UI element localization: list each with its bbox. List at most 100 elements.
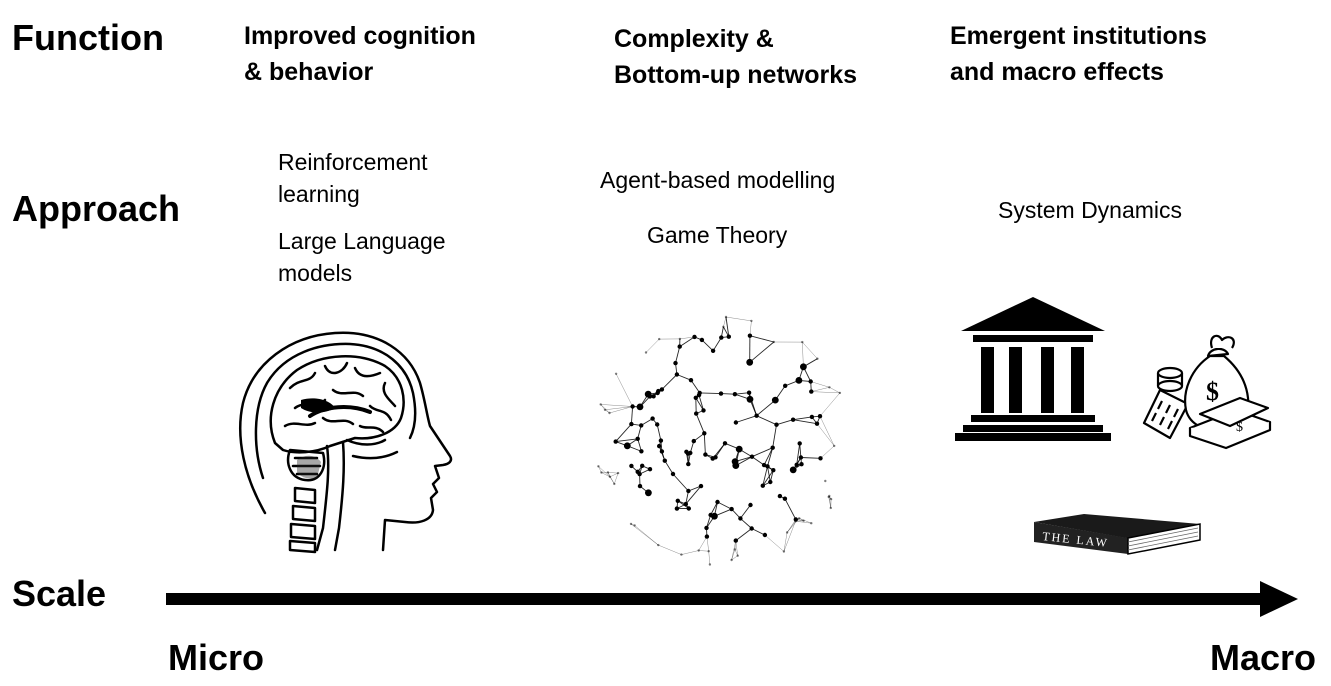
network-node [673, 360, 678, 366]
network-node [715, 499, 720, 505]
network-node [678, 337, 682, 341]
network-node [651, 394, 656, 399]
network-link [767, 466, 771, 483]
network-node [699, 337, 705, 343]
network-node [833, 444, 836, 448]
network-link [731, 549, 736, 561]
network-node [603, 408, 607, 411]
network-link [679, 336, 695, 347]
network-node [683, 501, 688, 507]
institution-building-icon [955, 297, 1111, 441]
network-node [640, 463, 645, 468]
network-node [802, 519, 805, 522]
network-node [738, 516, 743, 521]
network-link [720, 393, 735, 395]
network-node [608, 475, 612, 478]
function-macro: Emergent institutions and macro effects [950, 22, 1207, 86]
network-node [647, 467, 653, 472]
network-node [639, 423, 644, 428]
network-link [708, 551, 711, 565]
network-node [697, 390, 702, 396]
network-node [798, 517, 801, 520]
network-node [623, 442, 631, 450]
network-node [828, 386, 831, 389]
network-node [686, 488, 691, 494]
network-node [675, 498, 680, 503]
network-link [786, 519, 797, 533]
network-node [702, 431, 707, 436]
network-link [751, 456, 765, 466]
network-node [599, 403, 602, 406]
network-link [600, 404, 633, 407]
network-link [751, 528, 766, 536]
network-node [829, 506, 832, 510]
scale-micro-label: Micro [168, 637, 265, 678]
network-link [816, 423, 835, 447]
network-node [629, 463, 634, 469]
network-node [754, 413, 759, 418]
network-link [690, 379, 701, 394]
network-node [746, 358, 754, 366]
network-node [674, 372, 680, 377]
approach-game-theory: Game Theory [647, 222, 788, 248]
network-node [655, 390, 660, 396]
network-link [695, 397, 704, 411]
network-link [784, 498, 797, 520]
network-node [708, 512, 713, 518]
network-node [644, 390, 652, 398]
svg-text:THE LAW: THE LAW [1042, 529, 1110, 550]
network-node [731, 458, 739, 465]
network-node [694, 411, 699, 416]
network-node [748, 502, 753, 508]
network-link [630, 523, 659, 546]
network-link [749, 335, 774, 343]
network-node [718, 391, 724, 396]
network-link [656, 424, 662, 441]
network-link [751, 447, 773, 458]
network-node [782, 496, 788, 501]
network-link [688, 485, 702, 492]
money-bag-icon: $ $ [1142, 334, 1272, 450]
network-node [701, 408, 706, 413]
network-node [768, 479, 773, 485]
network-link [630, 406, 634, 425]
network-link [661, 374, 678, 390]
network-node [629, 522, 633, 526]
network-link [820, 445, 835, 459]
network-node [795, 377, 803, 384]
network-link [598, 466, 611, 477]
network-node [645, 489, 652, 497]
network-node [657, 443, 662, 449]
network-node [749, 526, 754, 531]
network-node [657, 543, 660, 547]
network-link [614, 473, 619, 484]
network-link [609, 476, 615, 485]
network-node [704, 534, 710, 539]
network-link [699, 392, 722, 395]
network-node [838, 391, 842, 395]
network-node [746, 390, 752, 395]
network-link [698, 536, 708, 551]
network-node [693, 395, 698, 400]
network-node [597, 465, 600, 468]
network-node [736, 554, 739, 557]
network-link [799, 443, 802, 458]
network-node [629, 421, 634, 427]
approach-system-dynamics: System Dynamics [998, 197, 1183, 223]
network-link [658, 544, 682, 555]
network-link [607, 472, 615, 485]
scale-macro-label: Macro [1210, 637, 1317, 678]
network-link [609, 472, 619, 478]
network-link [749, 320, 752, 336]
network-node [726, 334, 731, 339]
network-node [818, 456, 823, 461]
network-node [680, 553, 683, 556]
network-node [771, 396, 779, 404]
network-node [606, 471, 610, 474]
network-link [615, 423, 632, 442]
network-link [828, 496, 832, 508]
network-link [735, 540, 738, 556]
network-node [633, 524, 636, 527]
network-node [670, 471, 676, 477]
network-node [613, 439, 618, 444]
